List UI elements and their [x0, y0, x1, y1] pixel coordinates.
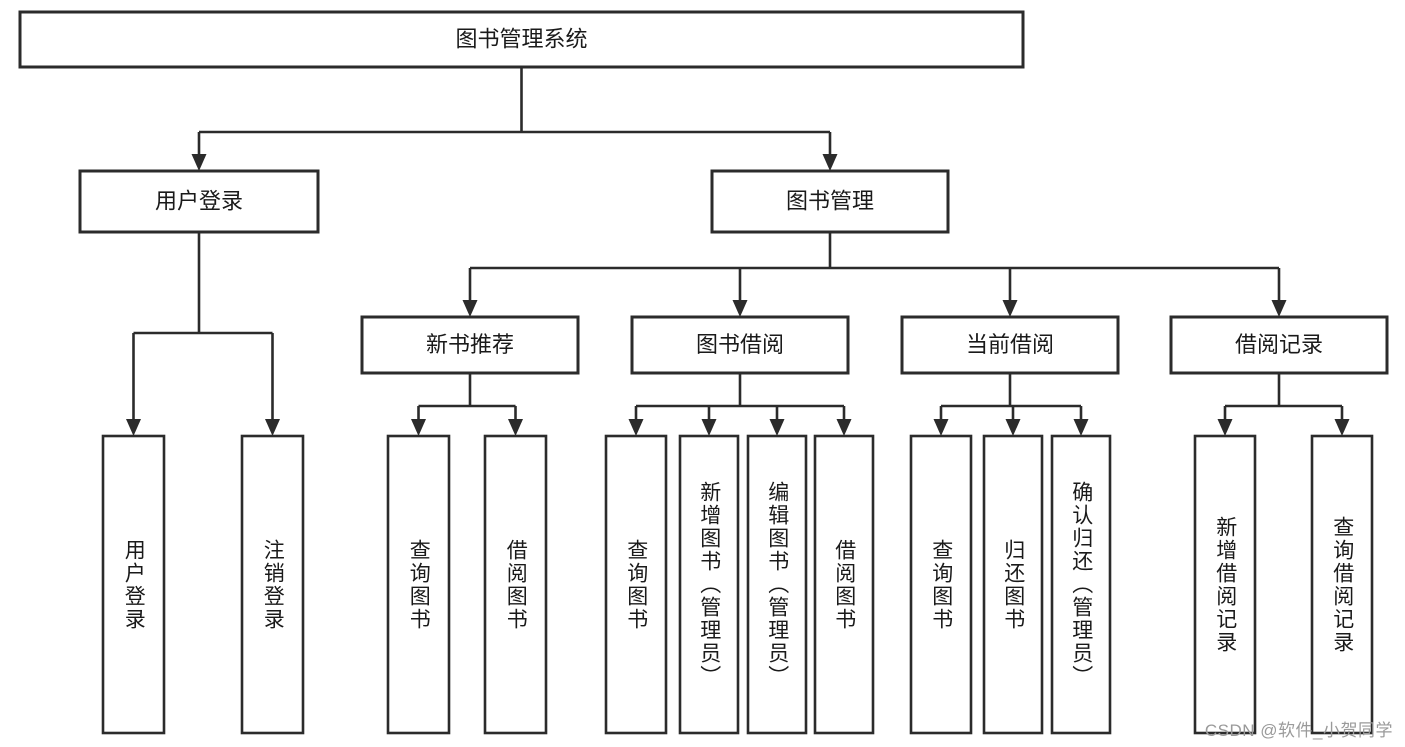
node-box-leaf-10	[982, 434, 1044, 735]
node-leaf-3	[386, 434, 451, 735]
node-leaf-9	[909, 434, 973, 735]
node-box-leaf-4	[483, 434, 548, 735]
node-box-leaf-7	[746, 434, 808, 735]
node-login: 用户登录	[78, 169, 320, 234]
node-box-leaf-5	[604, 434, 668, 735]
node-label-borrow: 图书借阅	[696, 332, 784, 357]
node-box-root	[18, 10, 1025, 69]
node-box-leaf-1	[101, 434, 166, 735]
node-borrow: 图书借阅	[630, 315, 850, 375]
node-box-leaf-12	[1193, 434, 1257, 735]
node-leaf-4	[483, 434, 548, 735]
node-label-bookmgmt: 图书管理	[786, 188, 874, 213]
node-box-leaf-6	[678, 434, 740, 735]
node-box-record	[1169, 315, 1389, 375]
node-record: 借阅记录	[1169, 315, 1389, 375]
node-leaf-10	[982, 434, 1044, 735]
node-box-borrow	[630, 315, 850, 375]
node-box-leaf-13	[1310, 434, 1374, 735]
node-box-leaf-3	[386, 434, 451, 735]
node-leaf-7	[746, 434, 808, 735]
node-box-leaf-8	[813, 434, 875, 735]
node-label-newbook: 新书推荐	[426, 332, 514, 357]
node-box-leaf-11	[1050, 434, 1112, 735]
node-leaf-12	[1193, 434, 1257, 735]
node-box-newbook	[360, 315, 580, 375]
node-leaf-1	[101, 434, 166, 735]
node-label-root: 图书管理系统	[455, 26, 587, 51]
node-root: 图书管理系统	[18, 10, 1025, 69]
node-box-bookmgmt	[710, 169, 950, 234]
watermark: CSDN @软件_小贺同学	[1204, 721, 1393, 740]
node-label-record: 借阅记录	[1235, 332, 1323, 357]
node-leaf-6	[678, 434, 740, 735]
node-box-current	[900, 315, 1120, 375]
node-box-leaf-2	[240, 434, 305, 735]
node-newbook: 新书推荐	[360, 315, 580, 375]
node-box-leaf-9	[909, 434, 973, 735]
node-label-login: 用户登录	[155, 188, 243, 213]
node-label-current: 当前借阅	[966, 332, 1054, 357]
node-leaf-11	[1050, 434, 1112, 735]
node-bookmgmt: 图书管理	[710, 169, 950, 234]
node-box-login	[78, 169, 320, 234]
node-leaf-5	[604, 434, 668, 735]
node-leaf-8	[813, 434, 875, 735]
node-leaf-2	[240, 434, 305, 735]
node-current: 当前借阅	[900, 315, 1120, 375]
node-leaf-13	[1310, 434, 1374, 735]
